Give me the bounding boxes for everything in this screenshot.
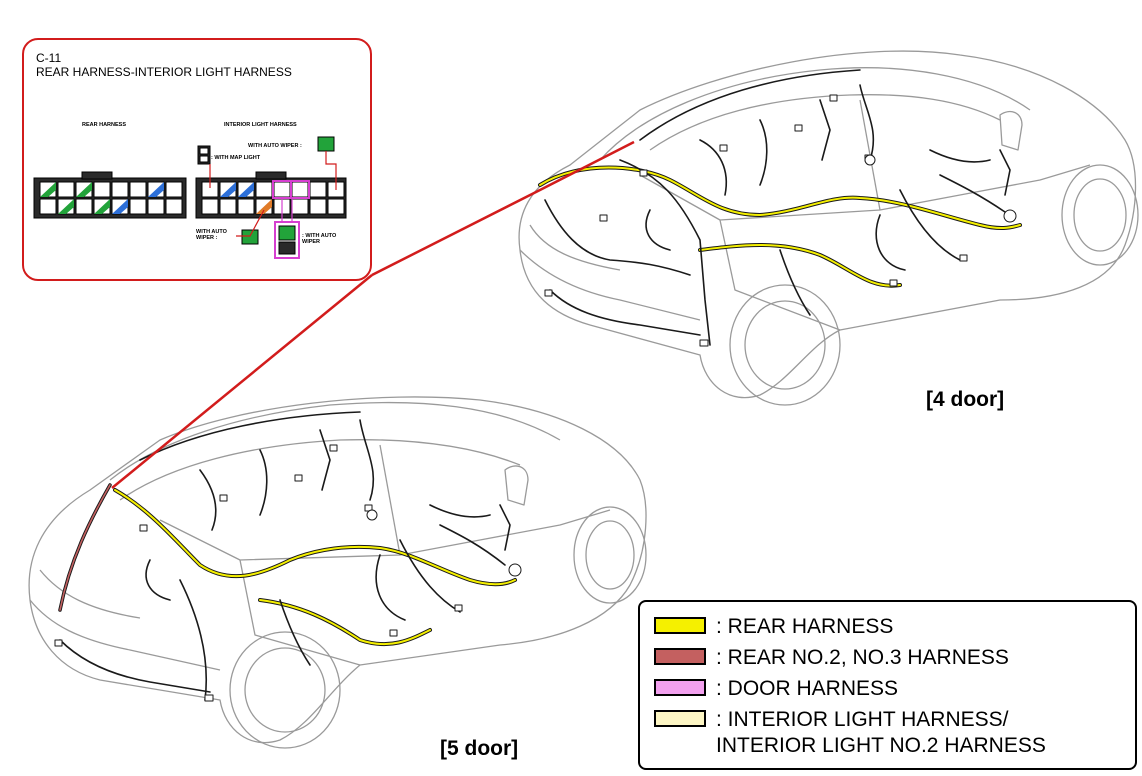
connector-drawings <box>33 136 347 259</box>
legend: : REAR HARNESS : REAR NO.2, NO.3 HARNESS… <box>638 600 1137 770</box>
legend-label: : REAR HARNESS <box>716 615 894 638</box>
five-door-car <box>28 396 647 749</box>
connector-title: REAR HARNESS-INTERIOR LIGHT HARNESS <box>36 65 292 79</box>
four-door-car <box>518 50 1139 406</box>
legend-swatch <box>654 679 706 696</box>
legend-swatch <box>654 710 706 727</box>
connector-code: C-11 <box>36 51 62 65</box>
legend-item: : REAR NO.2, NO.3 HARNESS <box>654 645 1009 671</box>
five-door-wiring <box>54 411 522 702</box>
legend-label: : INTERIOR LIGHT HARNESS/ INTERIOR LIGHT… <box>716 708 1046 757</box>
legend-item: : INTERIOR LIGHT HARNESS/ INTERIOR LIGHT… <box>654 707 1046 759</box>
connector-callout: C-11 REAR HARNESS-INTERIOR LIGHT HARNESS… <box>22 38 372 281</box>
with-auto-wiper-right-label: : WITH AUTO WIPER <box>302 233 337 245</box>
interior-light-connector <box>195 171 347 219</box>
legend-item: : REAR HARNESS <box>654 614 893 640</box>
legend-label: : DOOR HARNESS <box>716 677 899 700</box>
legend-label: : REAR NO.2, NO.3 HARNESS <box>716 646 1009 669</box>
legend-item: : DOOR HARNESS <box>654 676 898 702</box>
legend-swatch <box>654 648 706 665</box>
four-door-wiring <box>538 69 1022 347</box>
four-door-label: [4 door] <box>926 388 1005 411</box>
rear-harness-label: REAR HARNESS <box>82 122 127 128</box>
with-auto-wiper-top-label: WITH AUTO WIPER : <box>248 143 302 149</box>
variant-connectors <box>197 136 335 259</box>
with-auto-wiper-left-label: WITH AUTO WIPER : <box>196 229 227 241</box>
five-door-label: [5 door] <box>440 737 519 760</box>
legend-swatch <box>654 617 706 634</box>
rear-harness-connector <box>33 171 187 219</box>
with-map-light-label: : WITH MAP LIGHT <box>211 155 261 161</box>
interior-light-harness-label: INTERIOR LIGHT HARNESS <box>224 122 297 128</box>
leader-lines <box>111 140 635 489</box>
